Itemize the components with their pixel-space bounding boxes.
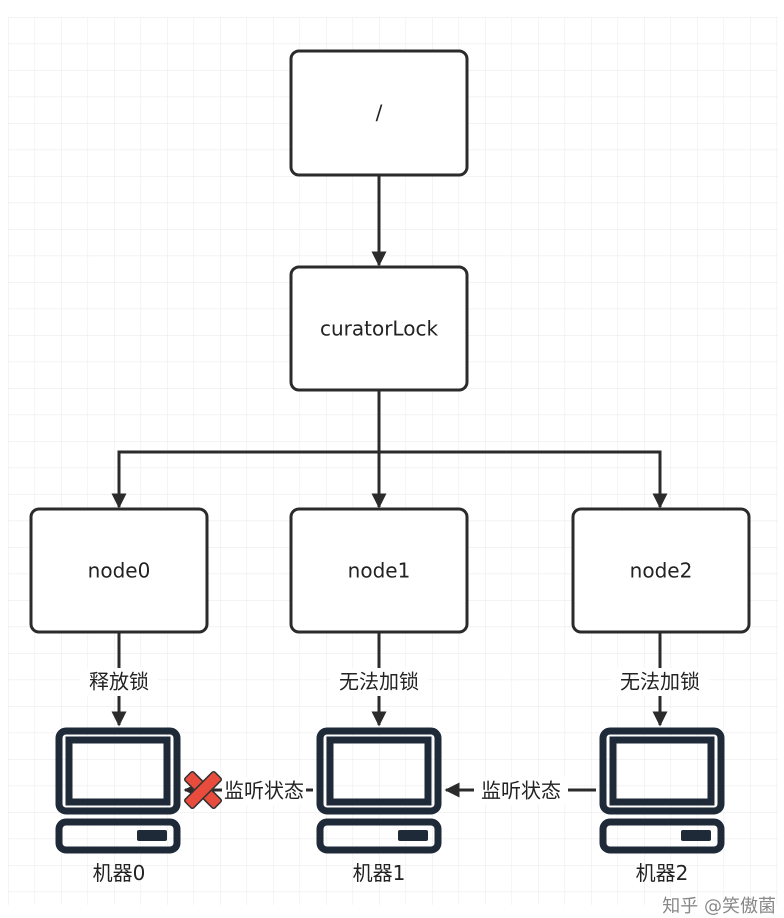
label-watch-state-0: 监听状态 xyxy=(224,779,304,803)
label-cannot-lock-2: 无法加锁 xyxy=(620,670,700,694)
node-node0[interactable]: node0 xyxy=(29,507,209,634)
node-node2[interactable]: node2 xyxy=(571,507,751,634)
edge-lock-node2 xyxy=(379,450,668,509)
svg-text:node0: node0 xyxy=(88,559,151,583)
node-curator-lock[interactable]: curatorLock xyxy=(289,265,469,392)
node-root[interactable]: / xyxy=(289,49,469,177)
machine-label-2: 机器2 xyxy=(636,861,689,885)
svg-text:node1: node1 xyxy=(348,559,411,583)
svg-text:curatorLock: curatorLock xyxy=(320,317,438,341)
machine-label-0: 机器0 xyxy=(93,861,146,885)
node-node1[interactable]: node1 xyxy=(289,507,469,634)
machine-label-1: 机器1 xyxy=(353,861,406,885)
cross-icon xyxy=(183,770,223,810)
svg-text:node2: node2 xyxy=(630,559,693,583)
watermark: 知乎 @笑傲菌 xyxy=(662,896,776,917)
label-watch-state-1: 监听状态 xyxy=(481,779,561,803)
svg-text:/: / xyxy=(376,101,383,125)
edge-lock-node0 xyxy=(111,450,379,509)
label-release-lock: 释放锁 xyxy=(89,670,149,694)
label-cannot-lock-1: 无法加锁 xyxy=(339,670,419,694)
